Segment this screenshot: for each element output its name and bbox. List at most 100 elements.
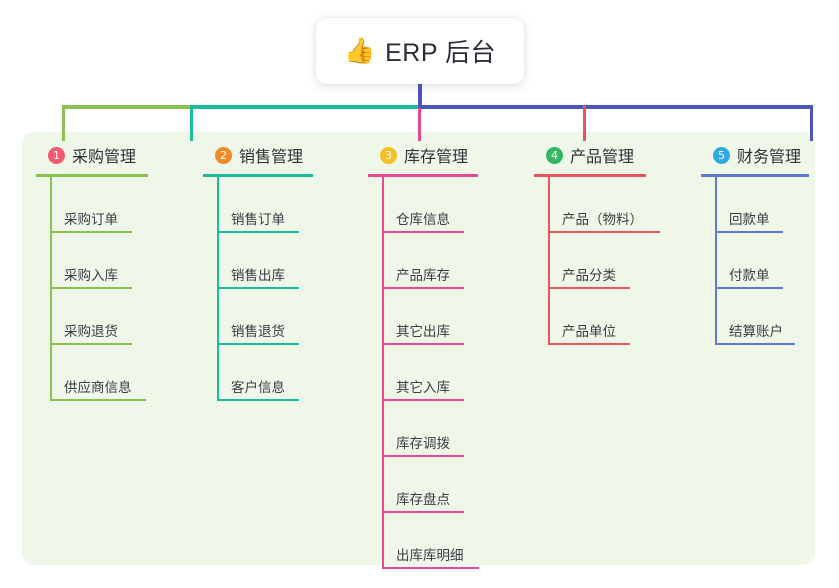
connector-bus-segment-3 bbox=[418, 105, 813, 109]
branch-spine bbox=[548, 177, 550, 345]
branch-header-underline bbox=[203, 174, 313, 177]
branch-item-list: 回款单付款单结算账户 bbox=[701, 177, 839, 345]
branch-item-underline bbox=[384, 287, 464, 289]
branch-header-sales[interactable]: 2 销售管理 bbox=[203, 143, 353, 167]
branch-item[interactable]: 结算账户 bbox=[715, 289, 839, 345]
branch-title: 库存管理 bbox=[404, 149, 469, 166]
branch-item-label: 供应商信息 bbox=[64, 380, 132, 395]
branch-item-underline bbox=[52, 399, 146, 401]
connector-drop-1 bbox=[62, 105, 65, 141]
branch-item[interactable]: 客户信息 bbox=[217, 345, 353, 401]
branch-number-badge: 2 bbox=[215, 146, 232, 164]
branch-item-underline bbox=[219, 399, 299, 401]
branch-header-underline bbox=[36, 174, 148, 177]
branch-item-label: 产品单位 bbox=[562, 324, 616, 339]
branch-item-label: 回款单 bbox=[729, 212, 770, 227]
branch-item-label: 采购退货 bbox=[64, 324, 118, 339]
branch-item-underline bbox=[52, 231, 132, 233]
branch-item[interactable]: 销售退货 bbox=[217, 289, 353, 345]
root-node-erp-backend[interactable]: 👍 ERP 后台 bbox=[316, 18, 524, 84]
branch-item-label: 客户信息 bbox=[231, 380, 285, 395]
branch-number-badge: 5 bbox=[713, 146, 730, 164]
branch-column-purchasing: 1 采购管理采购订单采购入库采购退货供应商信息 bbox=[36, 143, 186, 401]
branch-item-label: 结算账户 bbox=[729, 324, 783, 339]
branch-number-badge: 4 bbox=[546, 146, 563, 164]
branch-item-underline bbox=[384, 567, 479, 569]
connector-trunk bbox=[418, 84, 422, 108]
branch-item[interactable]: 采购退货 bbox=[50, 289, 186, 345]
branch-number-badge: 3 bbox=[380, 146, 397, 164]
branch-item-underline bbox=[384, 399, 464, 401]
branch-number-badge: 1 bbox=[48, 146, 65, 164]
branch-item-underline bbox=[384, 455, 464, 457]
branch-item-underline bbox=[717, 343, 795, 345]
branch-item[interactable]: 采购订单 bbox=[50, 177, 186, 233]
branch-item-label: 其它出库 bbox=[396, 324, 450, 339]
branch-item-list: 销售订单销售出库销售退货客户信息 bbox=[203, 177, 353, 401]
branch-header-underline bbox=[368, 174, 478, 177]
branch-item-label: 产品库存 bbox=[396, 268, 450, 283]
branch-header-inventory[interactable]: 3 库存管理 bbox=[368, 143, 520, 167]
branch-item-label: 销售出库 bbox=[231, 268, 285, 283]
connector-drop-3 bbox=[418, 105, 421, 141]
branch-item-label: 其它入库 bbox=[396, 380, 450, 395]
connector-drop-2 bbox=[190, 105, 193, 141]
branch-item[interactable]: 其它出库 bbox=[382, 289, 520, 345]
branch-item-underline bbox=[52, 287, 132, 289]
branch-item-list: 仓库信息产品库存其它出库其它入库库存调拨库存盘点出库库明细 bbox=[368, 177, 520, 569]
branch-item[interactable]: 销售订单 bbox=[217, 177, 353, 233]
branch-item-label: 库存盘点 bbox=[396, 492, 450, 507]
branch-item-underline bbox=[219, 343, 299, 345]
branch-item[interactable]: 产品单位 bbox=[548, 289, 686, 345]
root-node-title: ERP 后台 bbox=[385, 39, 497, 67]
branch-title: 销售管理 bbox=[239, 149, 304, 166]
thumbs-up-icon: 👍 bbox=[343, 36, 376, 65]
branch-item-underline bbox=[384, 343, 464, 345]
branch-item[interactable]: 其它入库 bbox=[382, 345, 520, 401]
branch-item-underline bbox=[384, 511, 464, 513]
branch-item[interactable]: 销售出库 bbox=[217, 233, 353, 289]
branch-item-list: 产品（物料） 产品分类产品单位 bbox=[534, 177, 686, 345]
branch-item-label: 产品（物料） bbox=[562, 212, 643, 227]
connector-bus-segment-2 bbox=[190, 105, 418, 109]
branch-item-underline bbox=[717, 231, 783, 233]
branch-header-underline bbox=[534, 174, 646, 177]
branch-item[interactable]: 库存调拨 bbox=[382, 401, 520, 457]
branch-spine bbox=[217, 177, 219, 401]
branch-item-underline bbox=[550, 343, 630, 345]
branch-item-underline bbox=[52, 343, 132, 345]
branch-item[interactable]: 产品（物料） bbox=[548, 177, 686, 233]
branch-item-underline bbox=[717, 287, 783, 289]
branch-item[interactable]: 回款单 bbox=[715, 177, 839, 233]
branch-item[interactable]: 产品库存 bbox=[382, 233, 520, 289]
branch-item[interactable]: 采购入库 bbox=[50, 233, 186, 289]
branch-item[interactable]: 产品分类 bbox=[548, 233, 686, 289]
branch-item[interactable]: 付款单 bbox=[715, 233, 839, 289]
branch-item-label: 采购订单 bbox=[64, 212, 118, 227]
branch-item[interactable]: 仓库信息 bbox=[382, 177, 520, 233]
branch-item[interactable]: 供应商信息 bbox=[50, 345, 186, 401]
branch-item-underline bbox=[384, 231, 464, 233]
branch-item[interactable]: 库存盘点 bbox=[382, 457, 520, 513]
branch-item-label: 付款单 bbox=[729, 268, 770, 283]
branch-spine bbox=[715, 177, 717, 345]
diagram-background-panel bbox=[22, 132, 815, 565]
branch-item-underline bbox=[219, 287, 299, 289]
branch-item-label: 出库库明细 bbox=[396, 548, 464, 563]
connector-drop-5 bbox=[810, 105, 813, 141]
branch-title: 采购管理 bbox=[72, 149, 137, 166]
branch-header-purchasing[interactable]: 1 采购管理 bbox=[36, 143, 186, 167]
branch-item-underline bbox=[550, 287, 630, 289]
branch-spine bbox=[382, 177, 384, 569]
branch-item[interactable]: 出库库明细 bbox=[382, 513, 520, 569]
branch-item-label: 销售订单 bbox=[231, 212, 285, 227]
branch-item-label: 仓库信息 bbox=[396, 212, 450, 227]
branch-item-list: 采购订单采购入库采购退货供应商信息 bbox=[36, 177, 186, 401]
branch-item-label: 采购入库 bbox=[64, 268, 118, 283]
branch-item-label: 库存调拨 bbox=[396, 436, 450, 451]
branch-column-inventory: 3 库存管理仓库信息产品库存其它出库其它入库库存调拨库存盘点出库库明细 bbox=[368, 143, 520, 569]
